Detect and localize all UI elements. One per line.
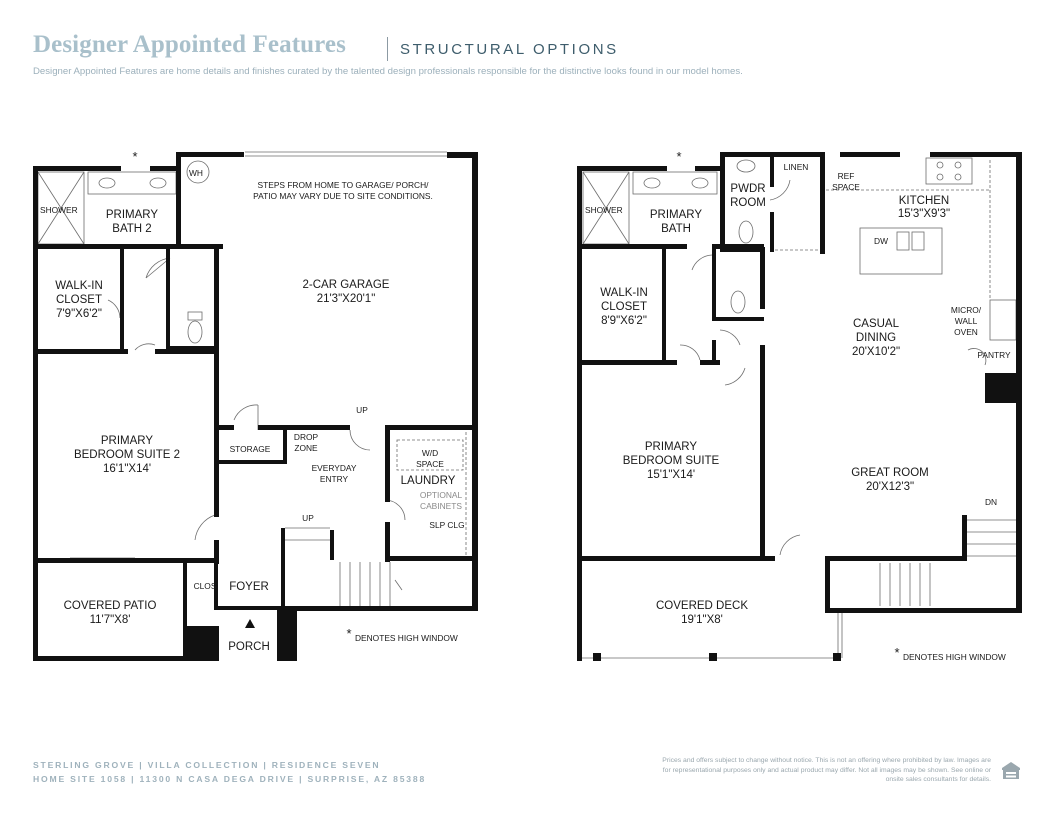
left-bath-label-2: BATH 2 xyxy=(112,223,151,235)
right-pwdr-label-2: ROOM xyxy=(730,197,766,209)
right-high-window-note: DENOTES HIGH WINDOW xyxy=(903,652,1006,662)
right-micro-label-1: MICRO/ xyxy=(951,305,982,315)
right-ref-label-1: REF xyxy=(838,171,855,181)
left-wd-label-2: SPACE xyxy=(416,459,444,469)
left-star-note: * xyxy=(346,626,351,641)
footer-disclaimer: Prices and offers subject to change with… xyxy=(662,757,991,784)
left-optional-label-1: OPTIONAL xyxy=(420,490,463,500)
left-walkin-dim: 7'9"X6'2" xyxy=(56,308,102,320)
left-up-label-2: UP xyxy=(302,513,314,523)
left-star-top: * xyxy=(132,149,137,164)
left-everyday-label-2: ENTRY xyxy=(320,474,349,484)
page-title: Designer Appointed Features xyxy=(33,31,346,58)
equal-housing-icon xyxy=(1002,762,1020,779)
left-high-window-note: DENOTES HIGH WINDOW xyxy=(355,633,458,643)
right-micro-label-2: WALL xyxy=(955,316,978,326)
left-garage-name: 2-CAR GARAGE xyxy=(303,279,390,291)
left-drop-label-2: ZONE xyxy=(294,443,318,453)
right-great-name: GREAT ROOM xyxy=(851,467,929,479)
footer-community: STERLING GROVE | VILLA COLLECTION | RESI… xyxy=(33,760,381,770)
floor-plan-right: SHOWER PRIMARY BATH PWDR ROOM LINEN REF … xyxy=(577,149,1022,662)
left-wh-label: WH xyxy=(189,168,203,178)
right-bed-label-2: BEDROOM SUITE xyxy=(623,455,720,467)
right-star-note: * xyxy=(894,645,899,660)
right-bath-label-2: BATH xyxy=(661,223,691,235)
left-laundry-label: LAUNDRY xyxy=(401,475,456,487)
left-wd-label-1: W/D xyxy=(422,448,438,458)
page-description: Designer Appointed Features are home det… xyxy=(33,66,743,77)
right-bath-label-1: PRIMARY xyxy=(650,209,703,221)
left-optional-label-2: CABINETS xyxy=(420,501,462,511)
right-great-dim: 20'X12'3" xyxy=(866,481,914,493)
right-shower-label: SHOWER xyxy=(585,205,623,215)
left-porch-label: PORCH xyxy=(228,641,270,653)
left-steps-note-2: PATIO MAY VARY DUE TO SITE CONDITIONS. xyxy=(253,191,433,201)
left-foyer-label: FOYER xyxy=(229,581,269,593)
footer-address: HOME SITE 1058 | 11300 N CASA DEGA DRIVE… xyxy=(33,774,427,784)
left-bed-label-1: PRIMARY xyxy=(101,435,154,447)
left-walkin-label-1: WALK-IN xyxy=(55,280,103,292)
right-star-top: * xyxy=(676,149,681,164)
right-bed-dim: 15'1"X14' xyxy=(647,469,695,481)
left-walkin-label-2: CLOSET xyxy=(56,294,102,306)
left-garage-dim: 21'3"X20'1" xyxy=(317,293,376,305)
right-bed-label-1: PRIMARY xyxy=(645,441,698,453)
right-walkin-label-1: WALK-IN xyxy=(600,287,648,299)
right-dining-label-1: CASUAL xyxy=(853,318,900,330)
left-everyday-label-1: EVERYDAY xyxy=(312,463,357,473)
left-clos-label: CLOS xyxy=(194,581,217,591)
right-pantry-label: PANTRY xyxy=(977,350,1011,360)
right-micro-label-3: OVEN xyxy=(954,327,978,337)
floor-plan-left: SHOWER WH PRIMARY BATH 2 STEPS FROM HOME… xyxy=(33,149,478,661)
right-dn-label: DN xyxy=(985,497,997,507)
left-patio-dim: 11'7"X8' xyxy=(90,614,131,626)
right-pwdr-label-1: PWDR xyxy=(730,183,765,195)
right-linen-label: LINEN xyxy=(784,162,809,172)
right-deck-name: COVERED DECK xyxy=(656,600,748,612)
left-steps-note-1: STEPS FROM HOME TO GARAGE/ PORCH/ xyxy=(258,180,430,190)
left-storage-label: STORAGE xyxy=(230,444,271,454)
right-kitchen-dim: 15'3"X9'3" xyxy=(898,208,950,220)
left-bed-dim: 16'1"X14' xyxy=(103,463,151,475)
right-dining-label-2: DINING xyxy=(856,332,896,344)
title-divider xyxy=(387,37,388,61)
left-shower-label: SHOWER xyxy=(40,205,78,215)
right-ref-label-2: SPACE xyxy=(832,182,860,192)
right-kitchen-name: KITCHEN xyxy=(899,195,949,207)
right-dining-dim: 20'X10'2" xyxy=(852,346,900,358)
right-walkin-dim: 8'9"X6'2" xyxy=(601,315,647,327)
right-deck-dim: 19'1"X8' xyxy=(681,614,723,626)
left-drop-label-1: DROP xyxy=(294,432,319,442)
page-subtitle: STRUCTURAL OPTIONS xyxy=(400,41,619,58)
left-slpclg-label: SLP CLG xyxy=(429,520,464,530)
left-up-label-1: UP xyxy=(356,405,368,415)
right-dw-label: DW xyxy=(874,236,888,246)
right-walkin-label-2: CLOSET xyxy=(601,301,647,313)
left-patio-name: COVERED PATIO xyxy=(64,600,157,612)
left-bath-label-1: PRIMARY xyxy=(106,209,159,221)
left-bed-label-2: BEDROOM SUITE 2 xyxy=(74,449,180,461)
